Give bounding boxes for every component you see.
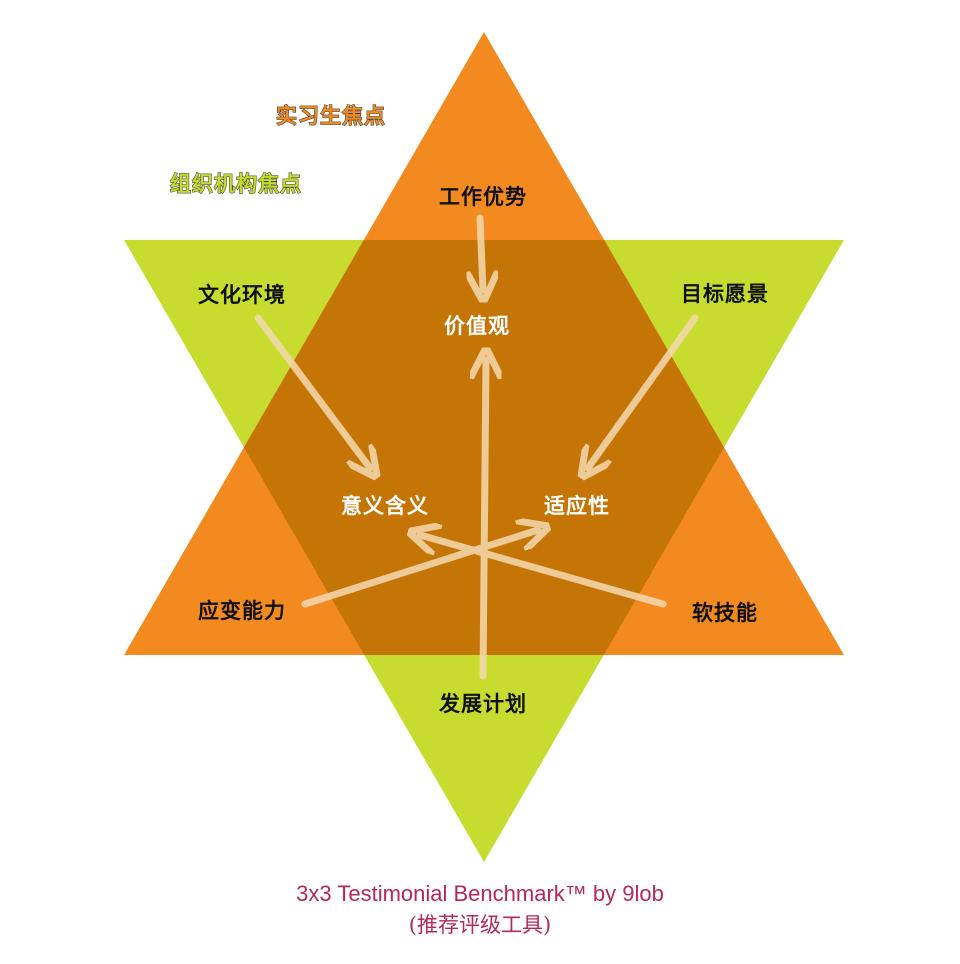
org-focus-legend: 组织机构焦点 <box>170 172 302 197</box>
arrow-goals-to-adaptability <box>588 314 699 468</box>
node-development-plan: 发展计划 <box>439 692 527 716</box>
overlap-region <box>124 240 844 655</box>
intern-focus-legend: 实习生焦点 <box>276 104 386 129</box>
node-adaptability: 适应性 <box>544 494 610 518</box>
node-resilience: 应变能力 <box>198 599 286 623</box>
arrow-development-plan-to-values <box>483 360 486 680</box>
node-work-strengths: 工作优势 <box>439 185 527 209</box>
node-goals-vision: 目标愿景 <box>681 282 769 306</box>
arrow-work-strengths-to-values <box>480 214 483 290</box>
node-meaning: 意义含义 <box>341 494 429 518</box>
arrow-resilience-to-adaptability <box>301 530 538 608</box>
footer-subtitle: (推荐评级工具) <box>408 913 552 937</box>
footer-title: 3x3 Testimonial Benchmark™ by 9lob <box>296 881 664 906</box>
node-soft-skills: 软技能 <box>692 601 758 625</box>
arrow-soft-skills-to-meaning <box>420 535 667 608</box>
node-values: 价值观 <box>444 314 510 338</box>
arrow-culture-to-meaning <box>254 314 370 468</box>
node-culture: 文化环境 <box>198 283 286 307</box>
